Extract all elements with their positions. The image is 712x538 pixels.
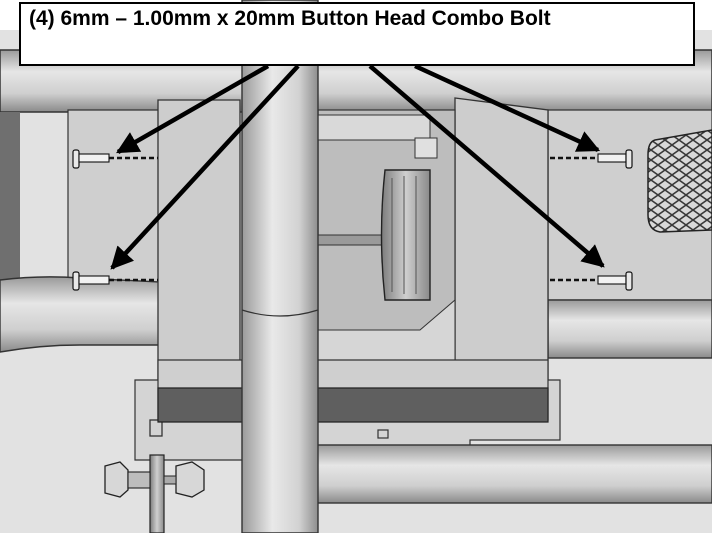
bracket-slot-left (149, 419, 163, 437)
right-nut (175, 461, 205, 498)
bolt-upper-right (550, 149, 633, 169)
right-lower-tube (547, 299, 712, 359)
bottom-tube (299, 444, 712, 504)
recess-top-shelf (317, 114, 431, 141)
arrow-upper-left (116, 64, 270, 154)
left-nut (104, 461, 129, 498)
bolt-lower-right (550, 271, 633, 291)
arrow-lower-left (110, 64, 300, 270)
vertical-tube (241, 0, 319, 534)
housing-dark-band (157, 387, 549, 423)
callout-label: (4) 6mm – 1.00mm x 20mm Button Head Comb… (29, 7, 551, 30)
left-washer (127, 471, 151, 489)
bolt-upper-left (72, 149, 158, 169)
callout-label-box: (4) 6mm – 1.00mm x 20mm Button Head Comb… (19, 2, 695, 66)
mesh-vent (647, 129, 712, 233)
housing-right-block (454, 97, 549, 401)
bolt-lower-left (72, 271, 158, 291)
left-strip (0, 112, 20, 282)
small-tab (414, 137, 438, 159)
left-lower-tube (0, 276, 161, 353)
hub (380, 169, 431, 301)
bolt-shank (163, 475, 177, 485)
arrow-upper-right (414, 63, 601, 153)
lower-wheel (149, 454, 165, 534)
leader-arrows (110, 63, 605, 270)
hub-ribs (391, 176, 417, 294)
tube-seam (241, 309, 319, 317)
axle (317, 234, 389, 246)
bracket-slot-right (377, 429, 389, 439)
arrow-lower-right (368, 64, 605, 268)
